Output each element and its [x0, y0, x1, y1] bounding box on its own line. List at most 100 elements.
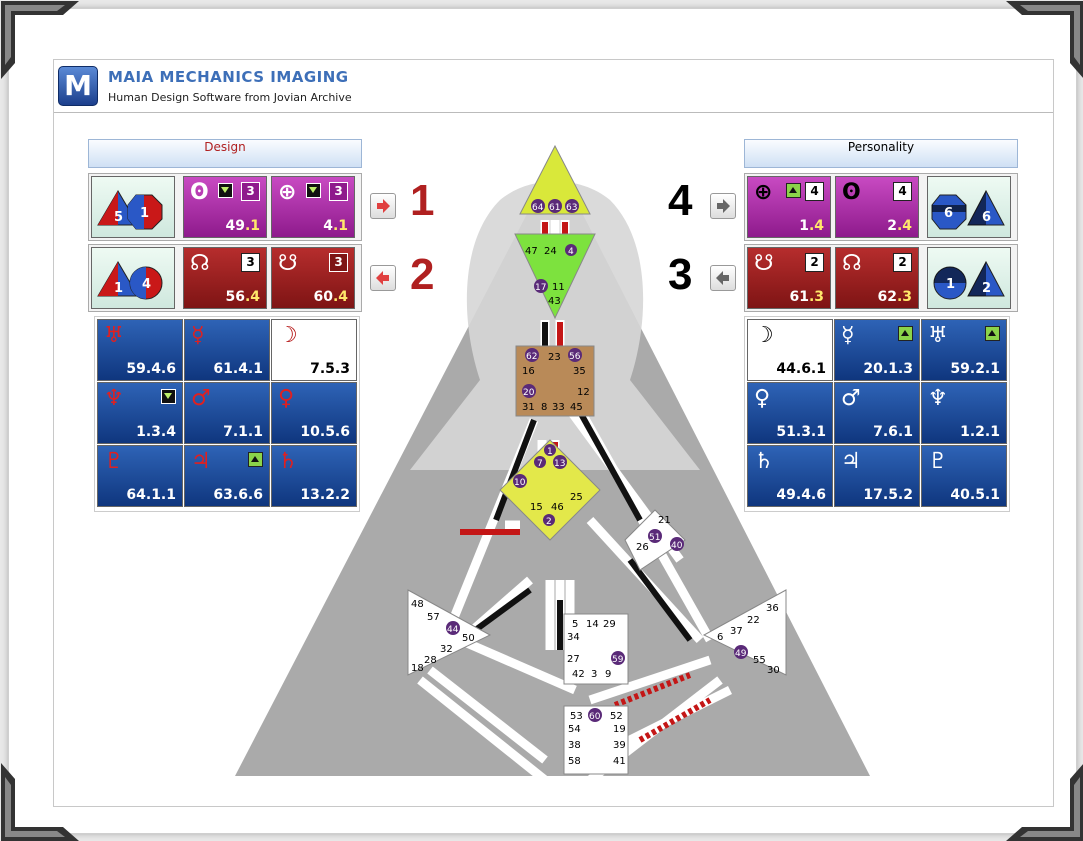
design-profile-shapes: 5 1: [91, 176, 175, 238]
personality-north-node-gate: 62.3: [877, 289, 912, 305]
neptune-arrow-icon: [161, 389, 176, 404]
design-planet-pluto[interactable]: ♇ 64.1.1: [97, 445, 183, 507]
root-gates: 53 60 52 54 19 38 39 58 41: [568, 708, 626, 767]
head-silhouette: [410, 181, 700, 470]
personality-next-arrow-button[interactable]: [710, 193, 736, 219]
personality-sun-line: 4: [893, 182, 912, 201]
personality-label-4: 4: [668, 176, 693, 225]
design-planet-mercury[interactable]: ☿ 61.4.1: [184, 319, 270, 381]
pluto-icon: ♇: [104, 449, 124, 474]
design-planet-saturn[interactable]: ♄ 13.2.2: [271, 445, 357, 507]
gate-label: 30: [767, 665, 780, 676]
south-node-icon: ☋: [278, 251, 298, 276]
gate-label: 35: [573, 366, 586, 377]
ajna-center[interactable]: [514, 233, 596, 320]
design-planet-value: 7.5.3: [310, 361, 350, 377]
gate-label: 23: [548, 352, 561, 363]
gate-label: 10: [514, 478, 526, 488]
personality-planet-value: 51.3.1: [776, 424, 826, 440]
design-shape-b-label: 1: [140, 206, 149, 221]
design-row-nodes: 1 4 ☊ 3 56.4 ☋ 3 60.4: [88, 244, 362, 312]
personality-planet-pluto[interactable]: ♇ 40.5.1: [921, 445, 1007, 507]
moon-icon: ☽: [278, 323, 298, 348]
gate-label: 57: [427, 612, 440, 623]
personality-planet-neptune[interactable]: ♆ 1.2.1: [921, 382, 1007, 444]
gate-label: 25: [570, 492, 583, 503]
design-south-node-gate: 60.4: [313, 289, 348, 305]
mars-icon: ♂: [841, 386, 861, 411]
personality-shape-pair-icon: 6 6: [931, 189, 1005, 230]
personality-prev-arrow-button[interactable]: [710, 265, 736, 291]
gate-label: 54: [568, 724, 581, 735]
design-north-node-line: 3: [241, 253, 260, 272]
personality-planet-mars[interactable]: ♂ 7.6.1: [834, 382, 920, 444]
design-north-node-cell[interactable]: ☊ 3 56.4: [183, 247, 267, 309]
personality-planet-uranus[interactable]: ♅ 59.2.1: [921, 319, 1007, 381]
design-planet-mars[interactable]: ♂ 7.1.1: [184, 382, 270, 444]
app-header: M MAIA MECHANICS IMAGING Human Design So…: [54, 60, 1053, 113]
design-prev-arrow-button[interactable]: [370, 265, 396, 291]
design-planets-grid: ♅ 59.4.6 ☿ 61.4.1 ☽ 7.5.3 ♆ 1.3.4 ♂ 7.1.…: [94, 316, 360, 512]
head-center[interactable]: [519, 144, 591, 215]
gate-label: 11: [552, 282, 565, 293]
jupiter-icon: ♃: [841, 449, 861, 474]
gate-label: 19: [613, 724, 626, 735]
jupiter-arrow-icon: [248, 452, 263, 467]
design-planet-neptune[interactable]: ♆ 1.3.4: [97, 382, 183, 444]
design-header[interactable]: Design: [88, 139, 362, 168]
gate-label: 55: [753, 655, 766, 666]
gate-label: 7: [537, 459, 543, 469]
design-label-2: 2: [410, 250, 435, 299]
g-gates: 1 7 13 10 15 46 25 2: [513, 444, 583, 527]
design-planet-jupiter[interactable]: ♃ 63.6.6: [184, 445, 270, 507]
personality-planet-jupiter[interactable]: ♃ 17.5.2: [834, 445, 920, 507]
design-shape-a-label: 5: [114, 210, 123, 225]
gate-label: 45: [570, 402, 583, 413]
sacral-center[interactable]: [563, 613, 629, 685]
gate-label: 53: [570, 711, 583, 722]
neptune-icon: ♆: [104, 386, 124, 411]
design-planet-value: 13.2.2: [300, 487, 350, 503]
gate-label: 21: [658, 515, 671, 526]
gate-label: 49: [735, 649, 747, 659]
design-sun-cell[interactable]: ʘ 3 49.1: [183, 176, 267, 238]
gate-label: 8: [541, 402, 547, 413]
design-earth-gate: 4.1: [323, 218, 348, 234]
mars-icon: ♂: [191, 386, 211, 411]
design-shape-pair-icon: 5 1: [97, 190, 163, 230]
personality-planet-mercury[interactable]: ☿ 20.1.3: [834, 319, 920, 381]
design-planet-venus[interactable]: ♀ 10.5.6: [271, 382, 357, 444]
gate-label: 22: [747, 615, 760, 626]
design-node-shape-b-label: 4: [142, 277, 151, 292]
personality-planet-venus[interactable]: ♀ 51.3.1: [747, 382, 833, 444]
personality-north-node-cell[interactable]: ☊ 2 62.3: [835, 247, 919, 309]
personality-south-node-cell[interactable]: ☋ 2 61.3: [747, 247, 831, 309]
personality-sun-cell[interactable]: ʘ 4 2.4: [835, 176, 919, 238]
personality-node-shape-a-label: 1: [946, 277, 955, 292]
personality-planet-value: 17.5.2: [863, 487, 913, 503]
design-planet-uranus[interactable]: ♅ 59.4.6: [97, 319, 183, 381]
gate-label: 47: [525, 246, 538, 257]
personality-earth-cell[interactable]: ⊕ 4 1.4: [747, 176, 831, 238]
app-logo: M: [58, 66, 98, 106]
gate-label: 15: [530, 502, 543, 513]
gate-label: 39: [613, 740, 626, 751]
g-center[interactable]: [499, 439, 601, 541]
design-planet-moon[interactable]: ☽ 7.5.3: [271, 319, 357, 381]
personality-label-3: 3: [668, 250, 693, 299]
gate-label: 51: [649, 533, 660, 543]
gate-label: 56: [569, 352, 581, 362]
mercury-icon: ☿: [191, 323, 205, 348]
gate-label: 26: [636, 542, 649, 553]
solar-plexus-gates: 36 22 6 37 49 55 30: [717, 603, 780, 676]
design-earth-cell[interactable]: ⊕ 3 4.1: [271, 176, 355, 238]
personality-planet-saturn[interactable]: ♄ 49.4.6: [747, 445, 833, 507]
personality-planet-moon[interactable]: ☽ 44.6.1: [747, 319, 833, 381]
design-south-node-cell[interactable]: ☋ 3 60.4: [271, 247, 355, 309]
neptune-icon: ♆: [928, 386, 948, 411]
design-next-arrow-button[interactable]: [370, 193, 396, 219]
design-sun-arrow-icon: [218, 183, 233, 198]
personality-header[interactable]: Personality: [744, 139, 1018, 168]
design-planet-value: 1.3.4: [136, 424, 176, 440]
gate-label: 63: [566, 203, 577, 213]
